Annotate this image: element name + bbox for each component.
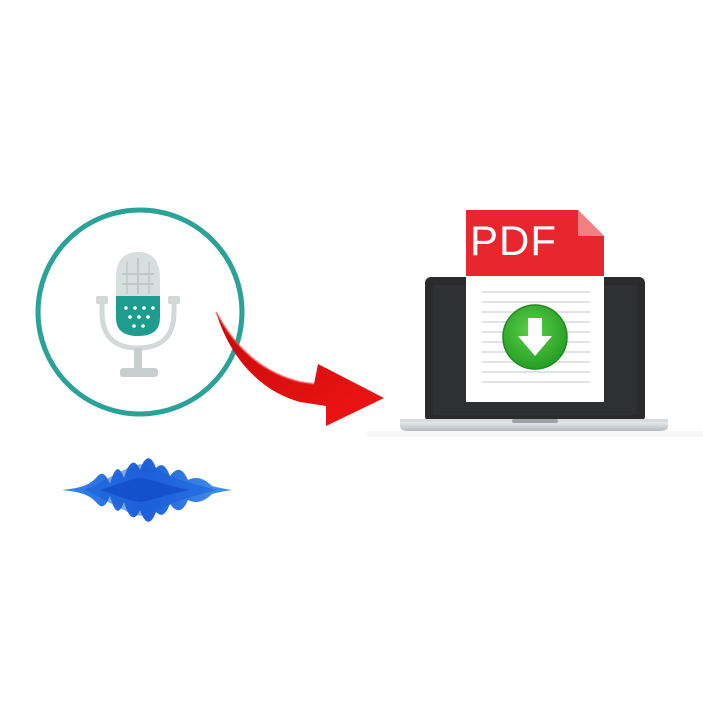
curved-arrow-icon — [215, 311, 384, 426]
soundwave-icon — [62, 458, 232, 522]
pdf-label: PDF — [470, 217, 557, 264]
microphone-icon — [96, 252, 180, 377]
pdf-header — [466, 210, 604, 276]
download-icon — [502, 304, 568, 370]
pdf-document-icon — [466, 210, 604, 402]
microphone-badge — [35, 207, 245, 417]
